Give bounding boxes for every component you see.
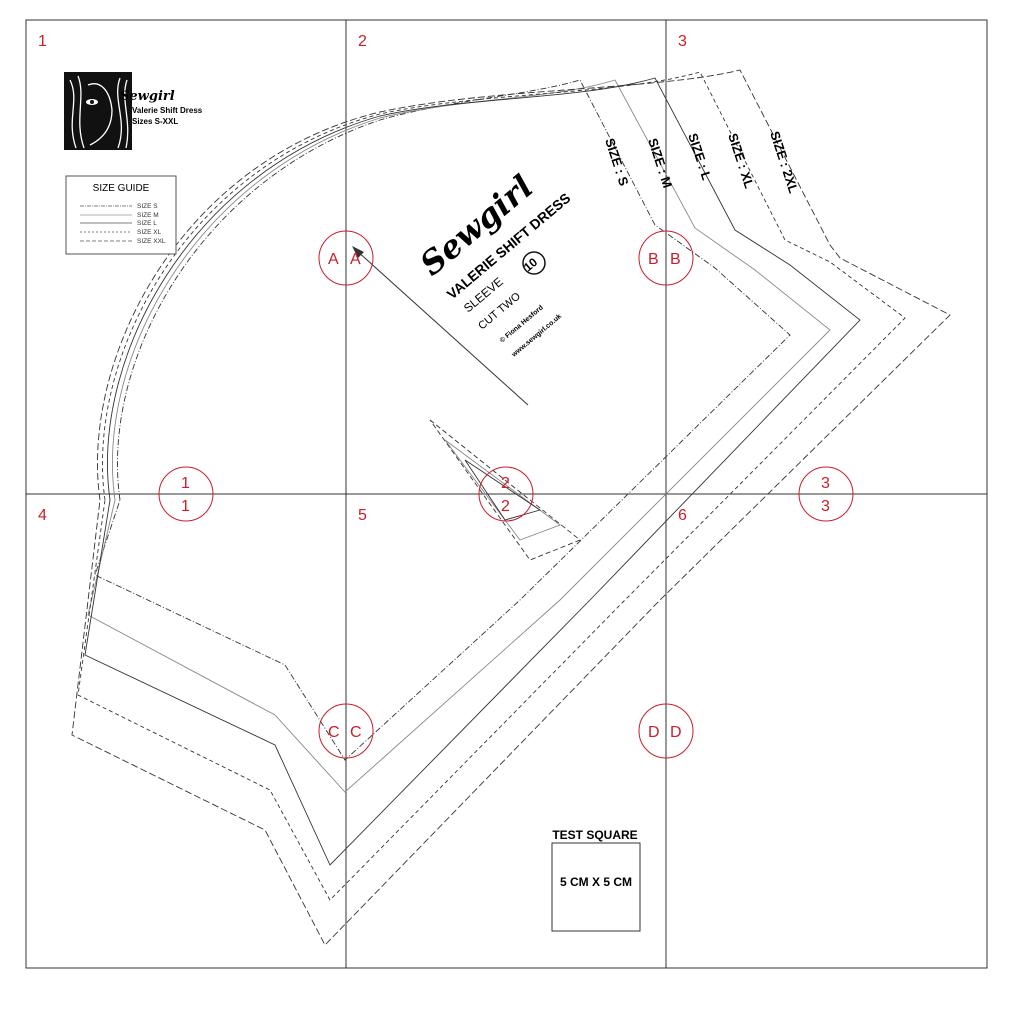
match-mark-a: A bbox=[350, 251, 361, 268]
logo: Sewgirl Valerie Shift Dress Sizes S-XXL bbox=[64, 72, 203, 150]
size-label-l: SIZE : L bbox=[685, 131, 714, 182]
logo-title: Valerie Shift Dress bbox=[132, 106, 203, 115]
match-mark-3: 3 bbox=[821, 475, 830, 492]
page-number: 1 bbox=[38, 33, 47, 50]
notch-shape bbox=[444, 439, 561, 541]
page-number: 5 bbox=[358, 507, 367, 524]
piece-label: Sewgirl VALERIE SHIFT DRESS 10 SLEEVE CU… bbox=[413, 168, 574, 360]
match-mark-2: 2 bbox=[501, 498, 510, 515]
sleeve-outlines bbox=[71, 69, 951, 946]
notch-shape bbox=[429, 419, 581, 561]
size-guide-item: SIZE S bbox=[137, 203, 158, 210]
size-xl-line bbox=[77, 71, 906, 901]
test-square: TEST SQUARE 5 CM X 5 CM bbox=[551, 828, 641, 932]
size-guide: SIZE GUIDE SIZE S SIZE M SIZE L SIZE XL … bbox=[65, 175, 177, 255]
match-mark-3: 3 bbox=[821, 498, 830, 515]
match-mark-1: 1 bbox=[181, 475, 190, 492]
size-xxl-line bbox=[71, 69, 951, 946]
size-guide-item: SIZE M bbox=[137, 212, 159, 219]
test-square-title: TEST SQUARE bbox=[552, 828, 637, 842]
size-label-xl: SIZE : XL bbox=[725, 131, 757, 190]
size-label-m: SIZE : M bbox=[645, 136, 675, 189]
size-guide-item: SIZE XXL bbox=[137, 238, 166, 245]
grainline-arrow-icon bbox=[352, 246, 364, 258]
piece-number-circle bbox=[522, 251, 546, 275]
size-label-2xl: SIZE : 2XL bbox=[767, 129, 801, 195]
match-mark-1: 1 bbox=[181, 498, 190, 515]
match-mark-c: C bbox=[328, 724, 340, 741]
test-square-label: 5 CM X 5 CM bbox=[560, 875, 632, 889]
logo-brand: Sewgirl bbox=[120, 89, 175, 104]
match-mark-d: D bbox=[648, 724, 660, 741]
size-s-line bbox=[94, 79, 791, 761]
size-guide-title: SIZE GUIDE bbox=[93, 183, 150, 194]
match-mark-c: C bbox=[350, 724, 362, 741]
match-mark-a: A bbox=[328, 251, 339, 268]
size-label-s: SIZE : S bbox=[602, 136, 632, 188]
size-guide-item: SIZE L bbox=[137, 220, 157, 227]
grainline bbox=[355, 249, 529, 406]
size-m-line bbox=[87, 79, 831, 793]
logo-sizes: Sizes S-XXL bbox=[132, 117, 178, 126]
page-number: 6 bbox=[678, 507, 687, 524]
size-l-line bbox=[84, 77, 861, 866]
page-number: 2 bbox=[358, 33, 367, 50]
match-mark-b: B bbox=[648, 251, 659, 268]
match-mark-b: B bbox=[670, 251, 681, 268]
page-number: 4 bbox=[38, 507, 47, 524]
size-guide-item: SIZE XL bbox=[137, 229, 162, 236]
piece-url: www.sewgirl.co.uk bbox=[510, 313, 563, 359]
page-number: 3 bbox=[678, 33, 687, 50]
match-mark-2: 2 bbox=[501, 475, 510, 492]
match-mark-d: D bbox=[670, 724, 682, 741]
match-marks: A A B B C C D D 1 1 2 2 3 3 bbox=[158, 230, 854, 759]
